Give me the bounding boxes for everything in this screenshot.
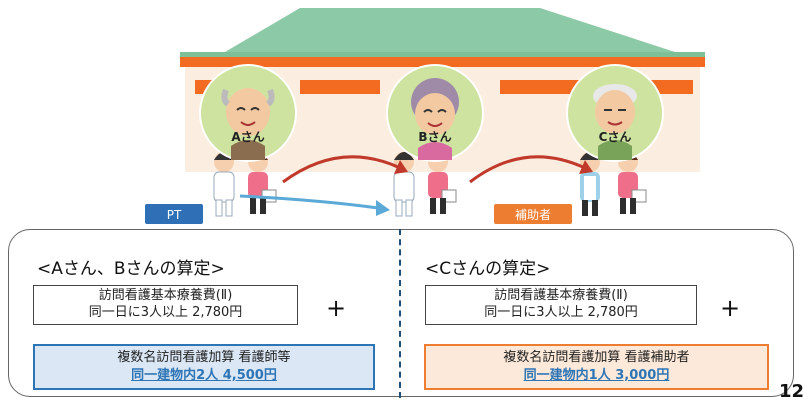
left-plus-sign: + — [326, 294, 347, 322]
right-addon-box: 複数名訪問看護加算 看護補助者 同一建物内1人 3,000円 — [424, 344, 769, 390]
left-base-fee-amount: 同一日に3人以上 2,780円 — [88, 305, 243, 320]
red-arrowhead-1 — [394, 160, 408, 174]
page-number: 12 — [779, 381, 804, 402]
left-addon-name: 複数名訪問看護加算 看護師等 — [117, 350, 291, 365]
resident-c-avatar — [566, 64, 664, 162]
assistant-figure — [580, 152, 600, 216]
blue-arrow — [239, 194, 379, 210]
right-addon-amount: 同一建物内1人 3,000円 — [523, 368, 670, 383]
nurse-figure-3 — [393, 152, 415, 217]
red-arrowhead-2 — [579, 160, 593, 174]
pt-tag: PT — [144, 203, 204, 225]
section-divider — [399, 229, 401, 398]
right-section-title: <Cさんの算定> — [425, 259, 551, 279]
left-base-fee-box: 訪問看護基本療養費(Ⅱ) 同一日に3人以上 2,780円 — [33, 285, 298, 325]
nurse-figure-1 — [213, 152, 235, 217]
assistant-tag: 補助者 — [493, 203, 573, 225]
resident-a-label: Aさん — [231, 130, 265, 144]
right-plus-sign: + — [720, 294, 741, 322]
elderly-man-icon — [221, 88, 275, 160]
resident-b-avatar — [386, 64, 484, 162]
right-base-fee-box: 訪問看護基本療養費(Ⅱ) 同一日に3人以上 2,780円 — [425, 285, 697, 325]
elderly-woman-icon — [411, 78, 459, 160]
blue-arrowhead — [376, 200, 390, 216]
left-addon-amount: 同一建物内2人 4,500円 — [131, 368, 277, 383]
left-section-title: <Aさん、Bさんの算定> — [37, 259, 225, 279]
left-addon-box: 複数名訪問看護加算 看護師等 同一建物内2人 4,500円 — [33, 344, 375, 390]
left-base-fee-name: 訪問看護基本療養費(Ⅱ) — [98, 288, 233, 303]
right-base-fee-name: 訪問看護基本療養費(Ⅱ) — [494, 288, 628, 303]
elderly-person-icon — [593, 84, 637, 160]
resident-c-label: Cさん — [598, 130, 632, 144]
right-base-fee-amount: 同一日に3人以上 2,780円 — [484, 305, 638, 320]
red-arrow-1 — [282, 155, 401, 184]
resident-a-avatar — [199, 64, 297, 162]
right-addon-name: 複数名訪問看護加算 看護補助者 — [503, 350, 690, 365]
resident-b-label: Bさん — [418, 130, 452, 144]
red-arrow-2 — [469, 155, 586, 184]
